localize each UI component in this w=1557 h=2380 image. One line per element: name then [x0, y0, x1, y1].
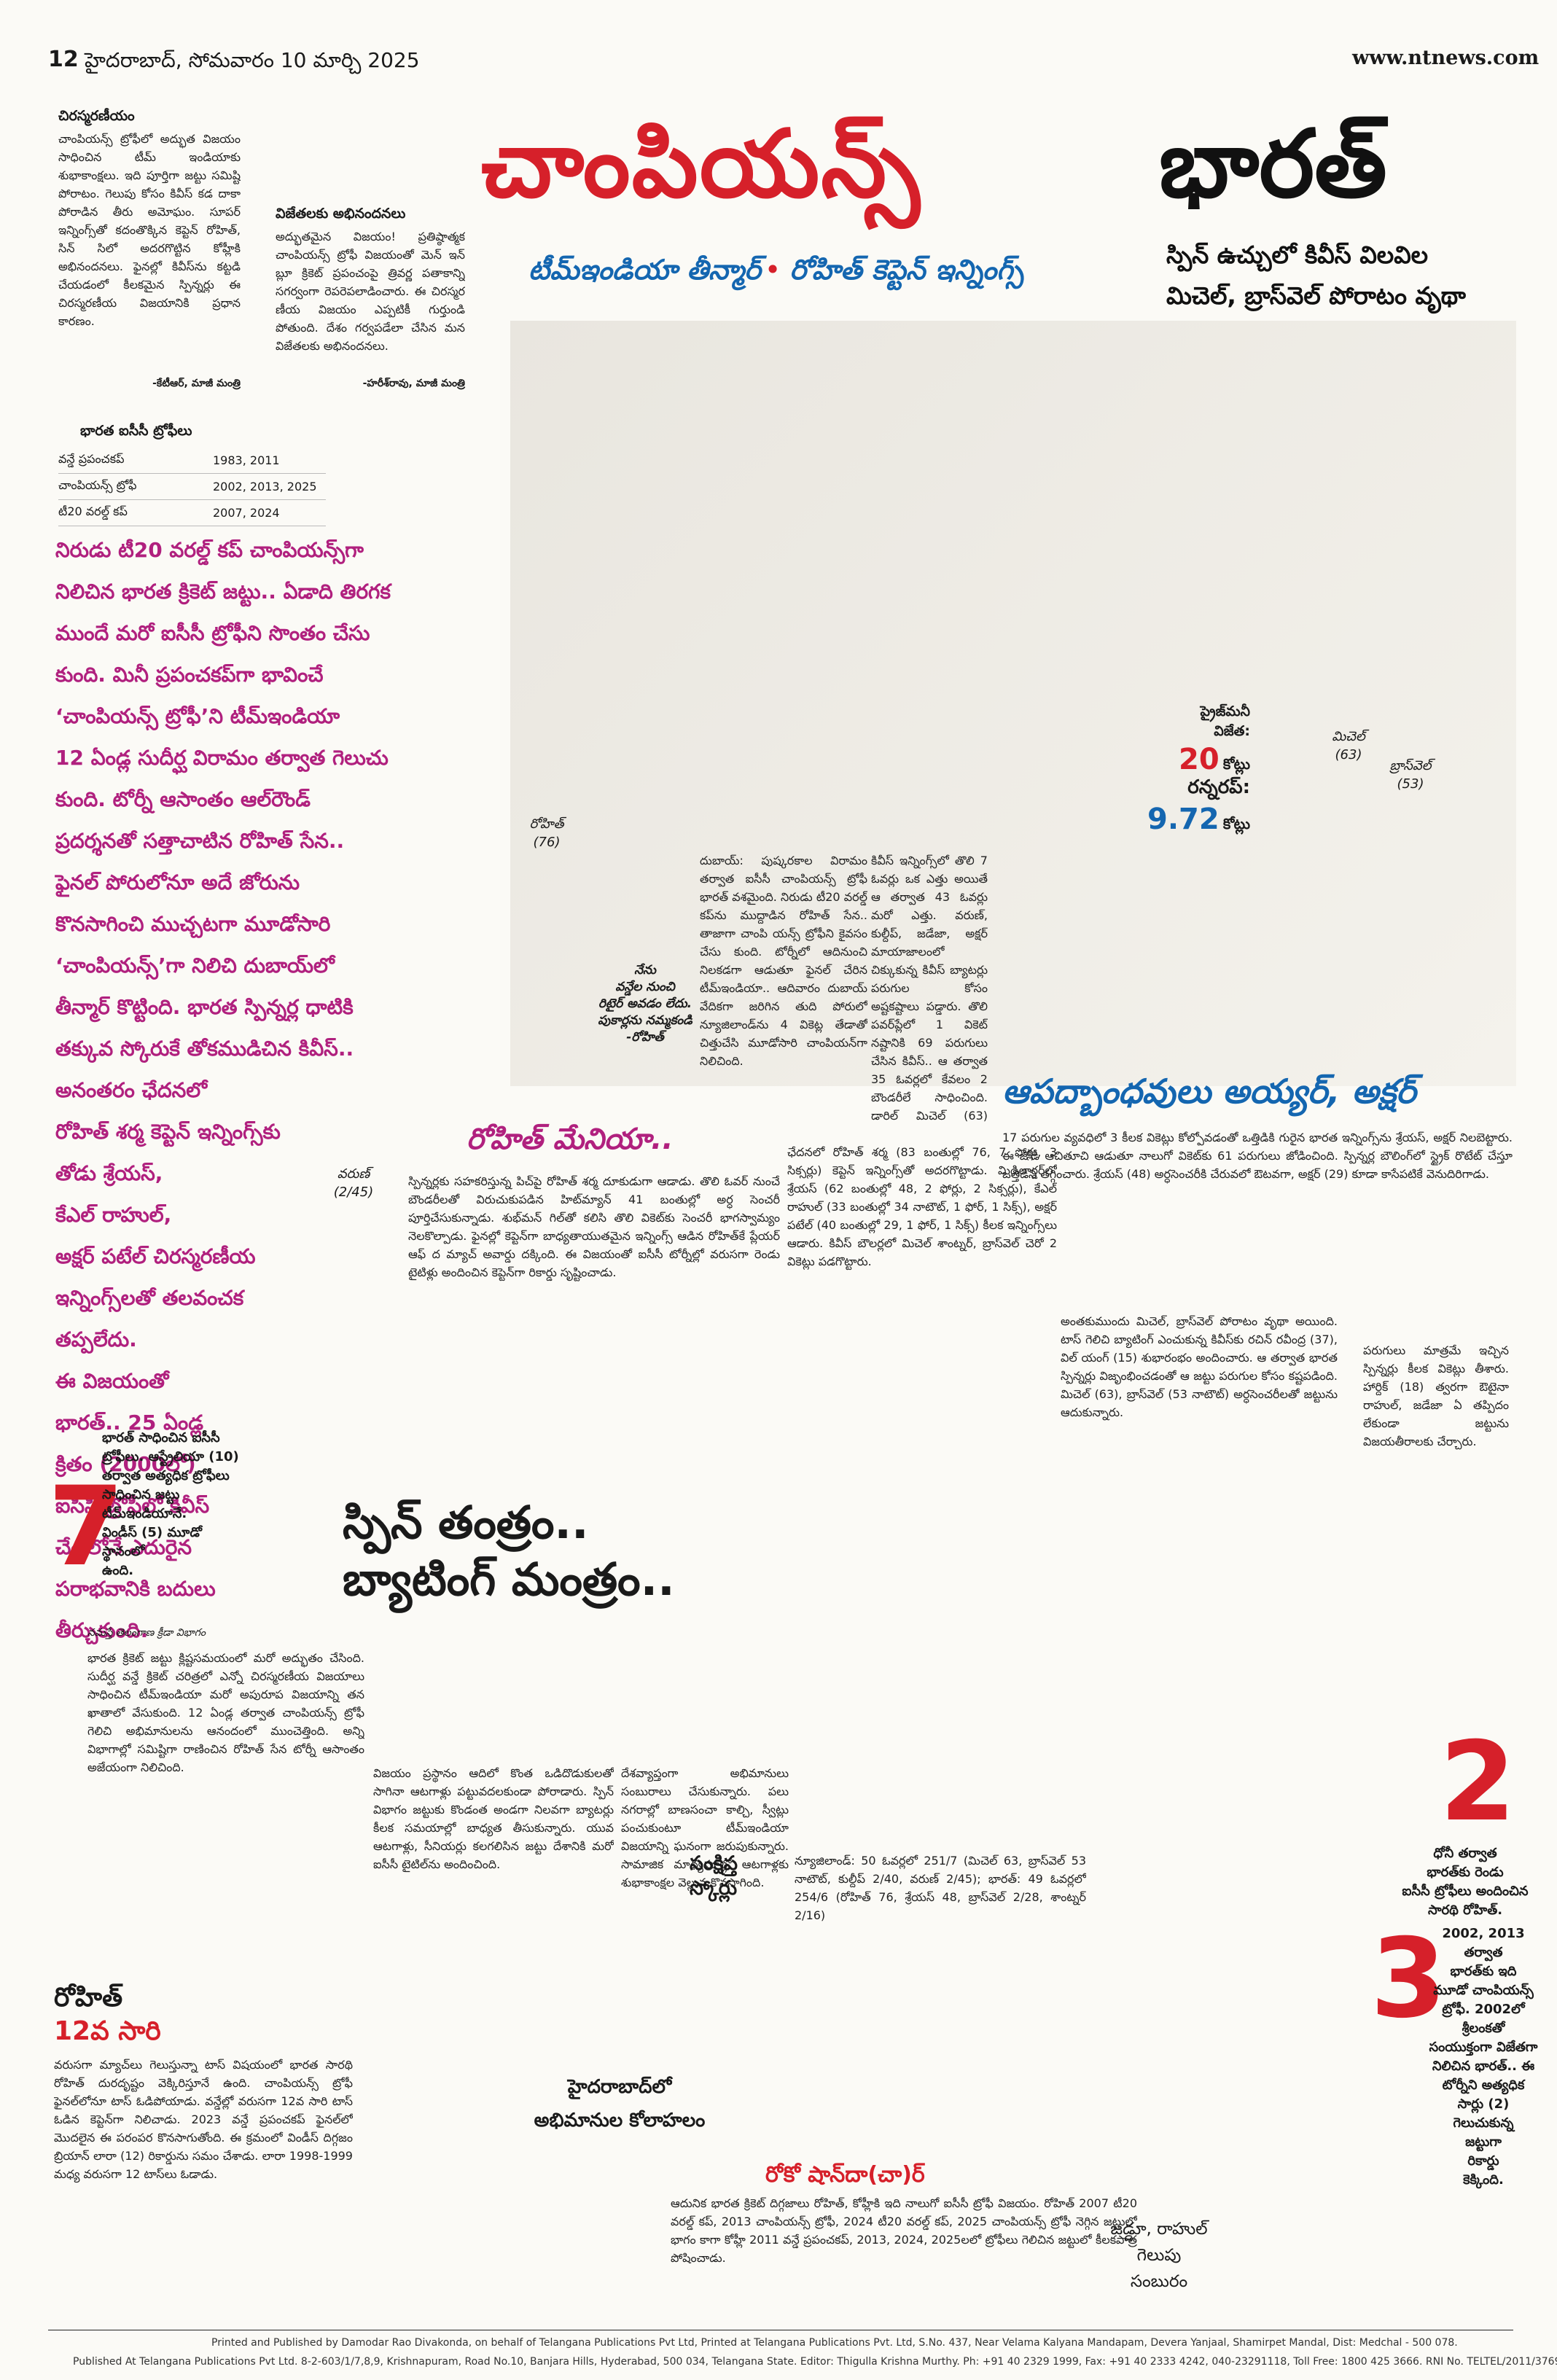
trophy-years: 1983, 2011: [213, 448, 326, 474]
caption-rohit: రోహిత్ (76): [529, 816, 564, 850]
deck-line-2: మిచెల్, బ్రాస్‌వెల్ పోరాటం వృథా: [1166, 281, 1466, 310]
roko-body: ఆదునిక భారత క్రికెట్ దిగ్గజాలు రోహిత్, క…: [671, 2196, 1137, 2265]
caption-bracewell: బ్రాస్‌వెల్ (53): [1389, 758, 1432, 792]
caption-varun: వరుణ్ (2/45): [333, 1166, 374, 1200]
prize-winner-label: విజేత:: [1214, 723, 1250, 739]
caption-mitchell: మిచెల్ (63): [1332, 729, 1365, 762]
prize-runner-unit: కోట్లు: [1222, 815, 1250, 832]
mid-column-signature: -హరీశ్‌రావు, మాజీ మంత్రి: [362, 378, 465, 389]
headline-bharat: భారత్: [1159, 109, 1387, 219]
telangana-body-c: దేశవ్యాప్తంగా అభిమానులు సంబురాలు చేసుకున…: [621, 1766, 789, 1889]
table-row: చాంపియన్స్ ట్రోఫీ 2002, 2013, 2025: [58, 473, 326, 500]
separator-dot: •: [764, 254, 790, 286]
sub-rohit-innings: రోహిత్ కెప్టెన్ ఇన్నింగ్స్: [789, 254, 1024, 286]
stat-three-number: 3: [1370, 1916, 1447, 2042]
hero-photo-team-celebration: [510, 321, 1516, 1086]
sub-team-india: టీమ్ఇండియా తీన్మార్: [528, 254, 761, 286]
trophy-event: టీ20 వరల్డ్ కప్: [58, 499, 213, 526]
prize-runner-value: 9.72: [1147, 803, 1220, 836]
hyd-headline: హైదరాబాద్‌లో అభిమానుల కోలాహలం: [534, 2076, 706, 2131]
footer-line-1: Printed and Published by Damodar Rao Div…: [211, 2337, 1458, 2349]
trophy-years: 2002, 2013, 2025: [213, 473, 326, 500]
story-main-a: దుబాయ్: పుష్కరకాల విరామం తర్వాత ఐసీసీ చా…: [700, 854, 867, 1068]
prize-box: ప్రైజ్‌మనీ విజేత: 20 కోట్లు రన్నరప్: 9.7…: [1104, 703, 1250, 836]
story-main-b: కివీస్ ఇన్నింగ్స్‌లో తొలి 7 ఓవర్లు ఒక ఎత…: [871, 854, 988, 1123]
prize-winner: 20 కోట్లు: [1104, 743, 1250, 776]
aapadbandhavulu-body-a: 17 పరుగుల వ్యవధిలో 3 కీలక వికెట్లు కోల్ప…: [1002, 1131, 1513, 1181]
trophies-table-wrap: వన్డే ప్రపంచకప్ 1983, 2011 చాంపియన్స్ ట్…: [58, 448, 364, 526]
deck-line-1: స్పిన్ ఉచ్చులో కివీస్ విలవిల: [1166, 241, 1429, 269]
stat-two-number: 2: [1440, 1719, 1516, 1846]
footer-line-2: Published At Telangana Publications Pvt …: [73, 2356, 1557, 2368]
rohit-12-subtitle: 12వ సారి: [54, 2016, 161, 2046]
page-number: 12: [48, 47, 79, 72]
trophy-years: 2007, 2024: [213, 499, 326, 526]
prize-runner-label: రన్నరప్:: [1187, 776, 1250, 798]
prize-winner-value: 20: [1179, 743, 1220, 776]
headline-champions: చాంపియన్స్: [481, 109, 921, 219]
stat-three-text: 2002, 2013 తర్వాత భారత్‌కు ఇది మూడో చాంప…: [1429, 1926, 1538, 2188]
dateline: హైదరాబాద్, సోమవారం 10 మార్చి 2025: [85, 48, 420, 72]
trophies-title: భారత ఐసీసీ ట్రోఫీలు: [80, 423, 192, 439]
stat-two-text: ధోనీ తర్వాత భారత్‌కు రెండు ఐసీసీ ట్రోఫీల…: [1402, 1846, 1529, 1918]
trophy-event: చాంపియన్స్ ట్రోఫీ: [58, 473, 213, 500]
prize-runner: 9.72 కోట్లు: [1104, 803, 1250, 836]
rohit-mania-body: స్పిన్నర్లకు సహకరిస్తున్న పిచ్‌పై రోహిత్…: [408, 1174, 780, 1279]
aapadbandhavulu-body-b: పరుగులు మాత్రమే ఇచ్చిన స్పిన్నర్లు కీలక …: [1363, 1343, 1509, 1448]
table-row: వన్డే ప్రపంచకప్ 1983, 2011: [58, 448, 326, 474]
mid-column-body: అద్భుతమైన విజయం! ప్రతిష్ఠాత్మక చాంపియన్స…: [276, 230, 465, 353]
prize-winner-unit: కోట్లు: [1222, 755, 1250, 773]
stat-seven-number: 7: [48, 1464, 125, 1591]
rohit-12-body: వరుసగా మ్యాచ్‌లు గెలుస్తున్నా టాస్ విషయం…: [54, 2058, 353, 2181]
rohit-12-title: రోహిత్: [54, 1983, 123, 2013]
rohit-quote: నేను వన్డేల నుంచి రిటైర్ అవడం లేదు. పుకా…: [598, 963, 692, 1045]
trophies-table: వన్డే ప్రపంచకప్ 1983, 2011 చాంపియన్స్ ట్…: [58, 448, 326, 526]
telangana-kicker: నమస్తే తెలంగాణ క్రీడా విభాగం: [87, 1627, 206, 1639]
telangana-body-a: భారత క్రికెట్ జట్టు క్లిష్టసమయంలో మరో అద…: [87, 1651, 364, 1774]
mid-column-title: విజేతలకు అభినందనలు: [276, 206, 406, 222]
prize-title: ప్రైజ్‌మనీ: [1200, 703, 1250, 719]
roko-headline: రోకో షాన్‌దా(చా)ర్: [765, 2162, 925, 2188]
aapadbandhavulu-body-c: అంతకుముందు మిచెల్, బ్రాస్‌వెల్ పోరాటం వృ…: [1061, 1314, 1338, 1419]
left-column-title: చిరస్మరణీయం: [58, 108, 135, 124]
table-row: టీ20 వరల్డ్ కప్ 2007, 2024: [58, 499, 326, 526]
left-column-signature: -కేటీఆర్, మాజీ మంత్రి: [152, 378, 241, 389]
trophy-event: వన్డే ప్రపంచకప్: [58, 448, 213, 474]
lead-paragraph: నిరుడు టీ20 వరల్డ్ కప్ చాంపియన్స్‌గా నిల…: [55, 538, 391, 1642]
scoreboard-title: సంక్షిప్త స్కోర్లు: [690, 1852, 738, 1900]
headline-subline: టీమ్ఇండియా తీన్మార్ • రోహిత్ కెప్టెన్ ఇన…: [528, 254, 1023, 293]
telangana-body-b: విజయం ప్రస్థానం ఆదిలో కొంత ఒడిదొడుకులతో …: [373, 1766, 614, 1871]
stat-seven-text: భారత్ సాధించిన ఐసీసీ ట్రోఫీలు. ఆస్ట్రేలి…: [102, 1430, 239, 1578]
rohit-mania-headline: రోహిత్ మేనియా..: [467, 1123, 674, 1156]
jaddu-rahul-caption: జడ్డూ, రాహుల్ గెలుపు సంబురం: [1110, 2220, 1208, 2291]
scoreboard-text: న్యూజిలాండ్: 50 ఓవర్లలో 251/7 (మిచెల్ 63…: [795, 1854, 1086, 1922]
spin-headline: స్పిన్ తంత్రం.. బ్యాటింగ్ మంత్రం..: [343, 1496, 675, 1606]
left-column-body: చాంపియన్స్ ట్రోఫీలో అద్భుత విజయం సాధించి…: [58, 132, 241, 328]
website-link[interactable]: www.ntnews.com: [1352, 47, 1540, 69]
story-main-d: ఛేదనలో రోహిత్ శర్మ (83 బంతుల్లో 76, 7 ఫో…: [787, 1145, 1057, 1268]
aapadbandhavulu-headline: ఆపద్బాంధవులు అయ్యర్, అక్షర్: [1002, 1072, 1416, 1111]
